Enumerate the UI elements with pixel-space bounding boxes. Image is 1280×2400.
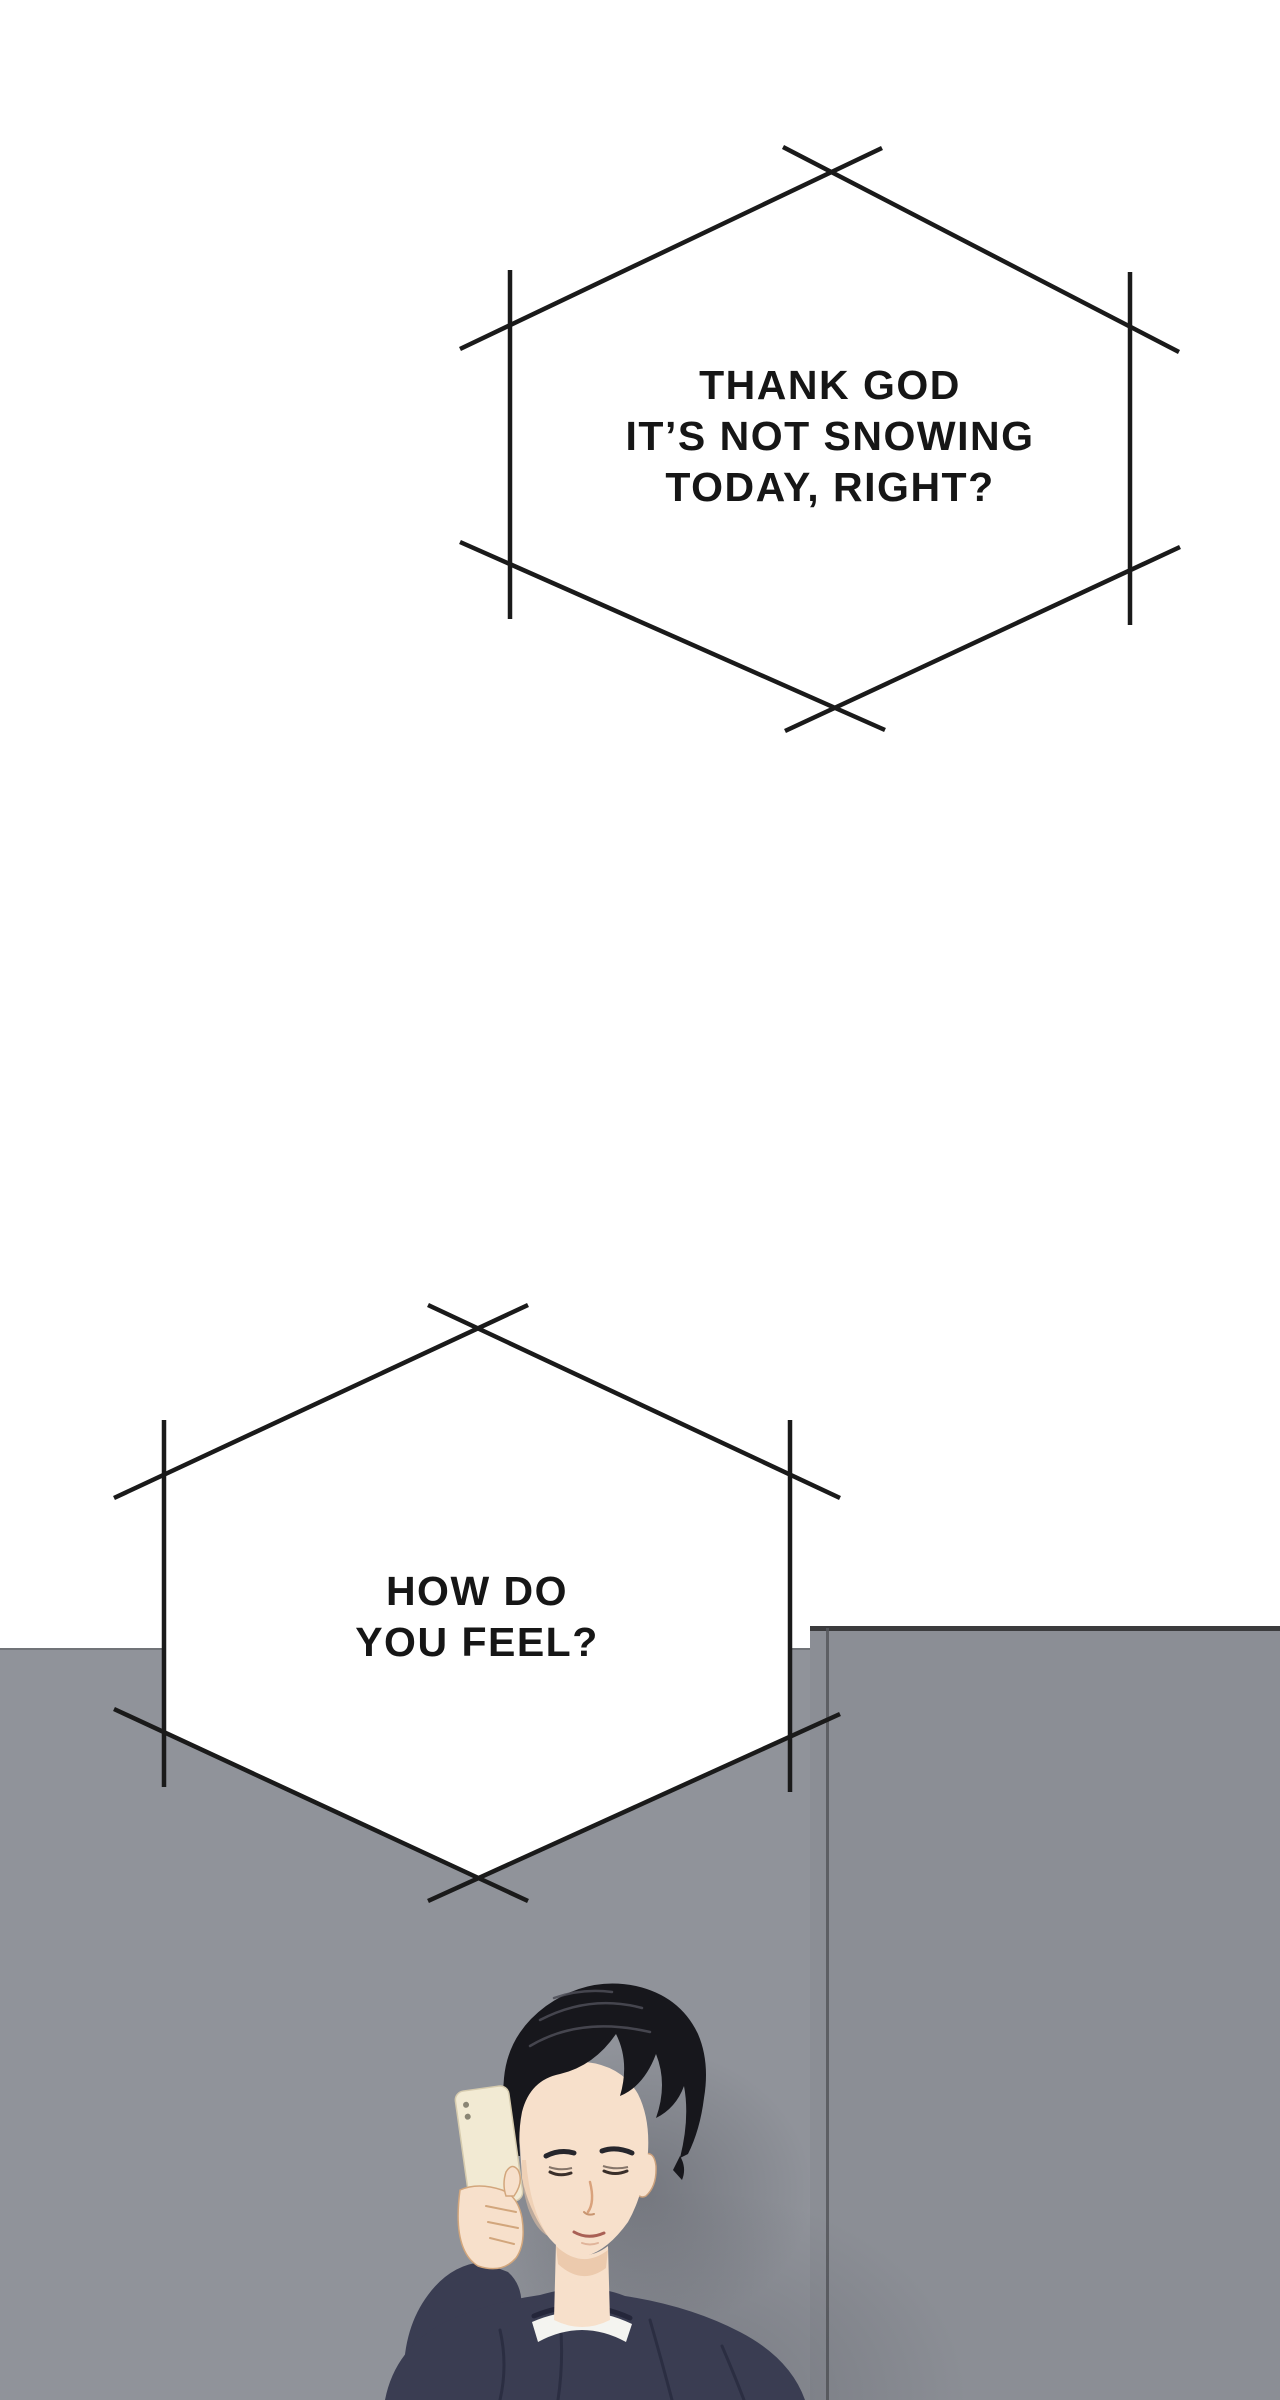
face (518, 2061, 649, 2257)
finger-line (487, 2221, 519, 2229)
speech-bubble-2-text: HOW DO YOU FEEL? (177, 1566, 777, 1668)
neck-shadow (556, 2246, 608, 2277)
bubble-text-line: TODAY, RIGHT? (665, 464, 995, 510)
wall-right (810, 1628, 1280, 2400)
lower-lip (581, 2242, 599, 2246)
bubble-outline-line (459, 539, 886, 733)
eyelid-right (602, 2165, 629, 2170)
bubble-text-line: YOU FEEL? (355, 1619, 599, 1665)
eyebrow-left (543, 2149, 577, 2159)
bubble-text-line: THANK GOD (699, 362, 961, 408)
sideburn (673, 2156, 685, 2180)
bubble-outline-line (781, 145, 1181, 354)
bubble-outline-line (113, 1302, 529, 1501)
phone-camera-icon (463, 2101, 470, 2108)
mouth (572, 2230, 606, 2238)
sweater-fold (648, 2318, 674, 2400)
hair-highlight (552, 1989, 614, 2000)
hand (457, 2185, 524, 2270)
phone-camera-icon (464, 2113, 471, 2120)
sweater-fold (720, 2344, 746, 2400)
finger-line (485, 2205, 517, 2213)
speech-bubble-1-text: THANK GOD IT’S NOT SNOWING TODAY, RIGHT? (530, 360, 1130, 513)
bubble-text-line: IT’S NOT SNOWING (625, 413, 1035, 459)
thumb (503, 2165, 521, 2197)
eye-right (602, 2169, 629, 2175)
hair-highlight (528, 2025, 652, 2048)
bubble-outline-line (427, 1302, 841, 1501)
eye-left (548, 2170, 573, 2177)
sweater (385, 2288, 805, 2400)
eyebrow-right (599, 2146, 635, 2156)
eyelid-left (548, 2166, 573, 2171)
wall-top-edge-line (810, 1626, 1280, 1631)
wall-seam-line (826, 1628, 829, 2400)
bubble-text-line: HOW DO (385, 1568, 569, 1614)
hair-highlight (538, 2001, 644, 2022)
nose (586, 2180, 594, 2214)
cheek-shadow (521, 2160, 548, 2236)
nostril (583, 2211, 595, 2216)
sweater-fold (498, 2328, 506, 2400)
bubble-outline-line (459, 145, 883, 352)
finger-line (489, 2237, 515, 2245)
character-illustration (385, 1983, 805, 2400)
hair (503, 1983, 706, 2158)
bubble-outline-line (784, 544, 1181, 734)
